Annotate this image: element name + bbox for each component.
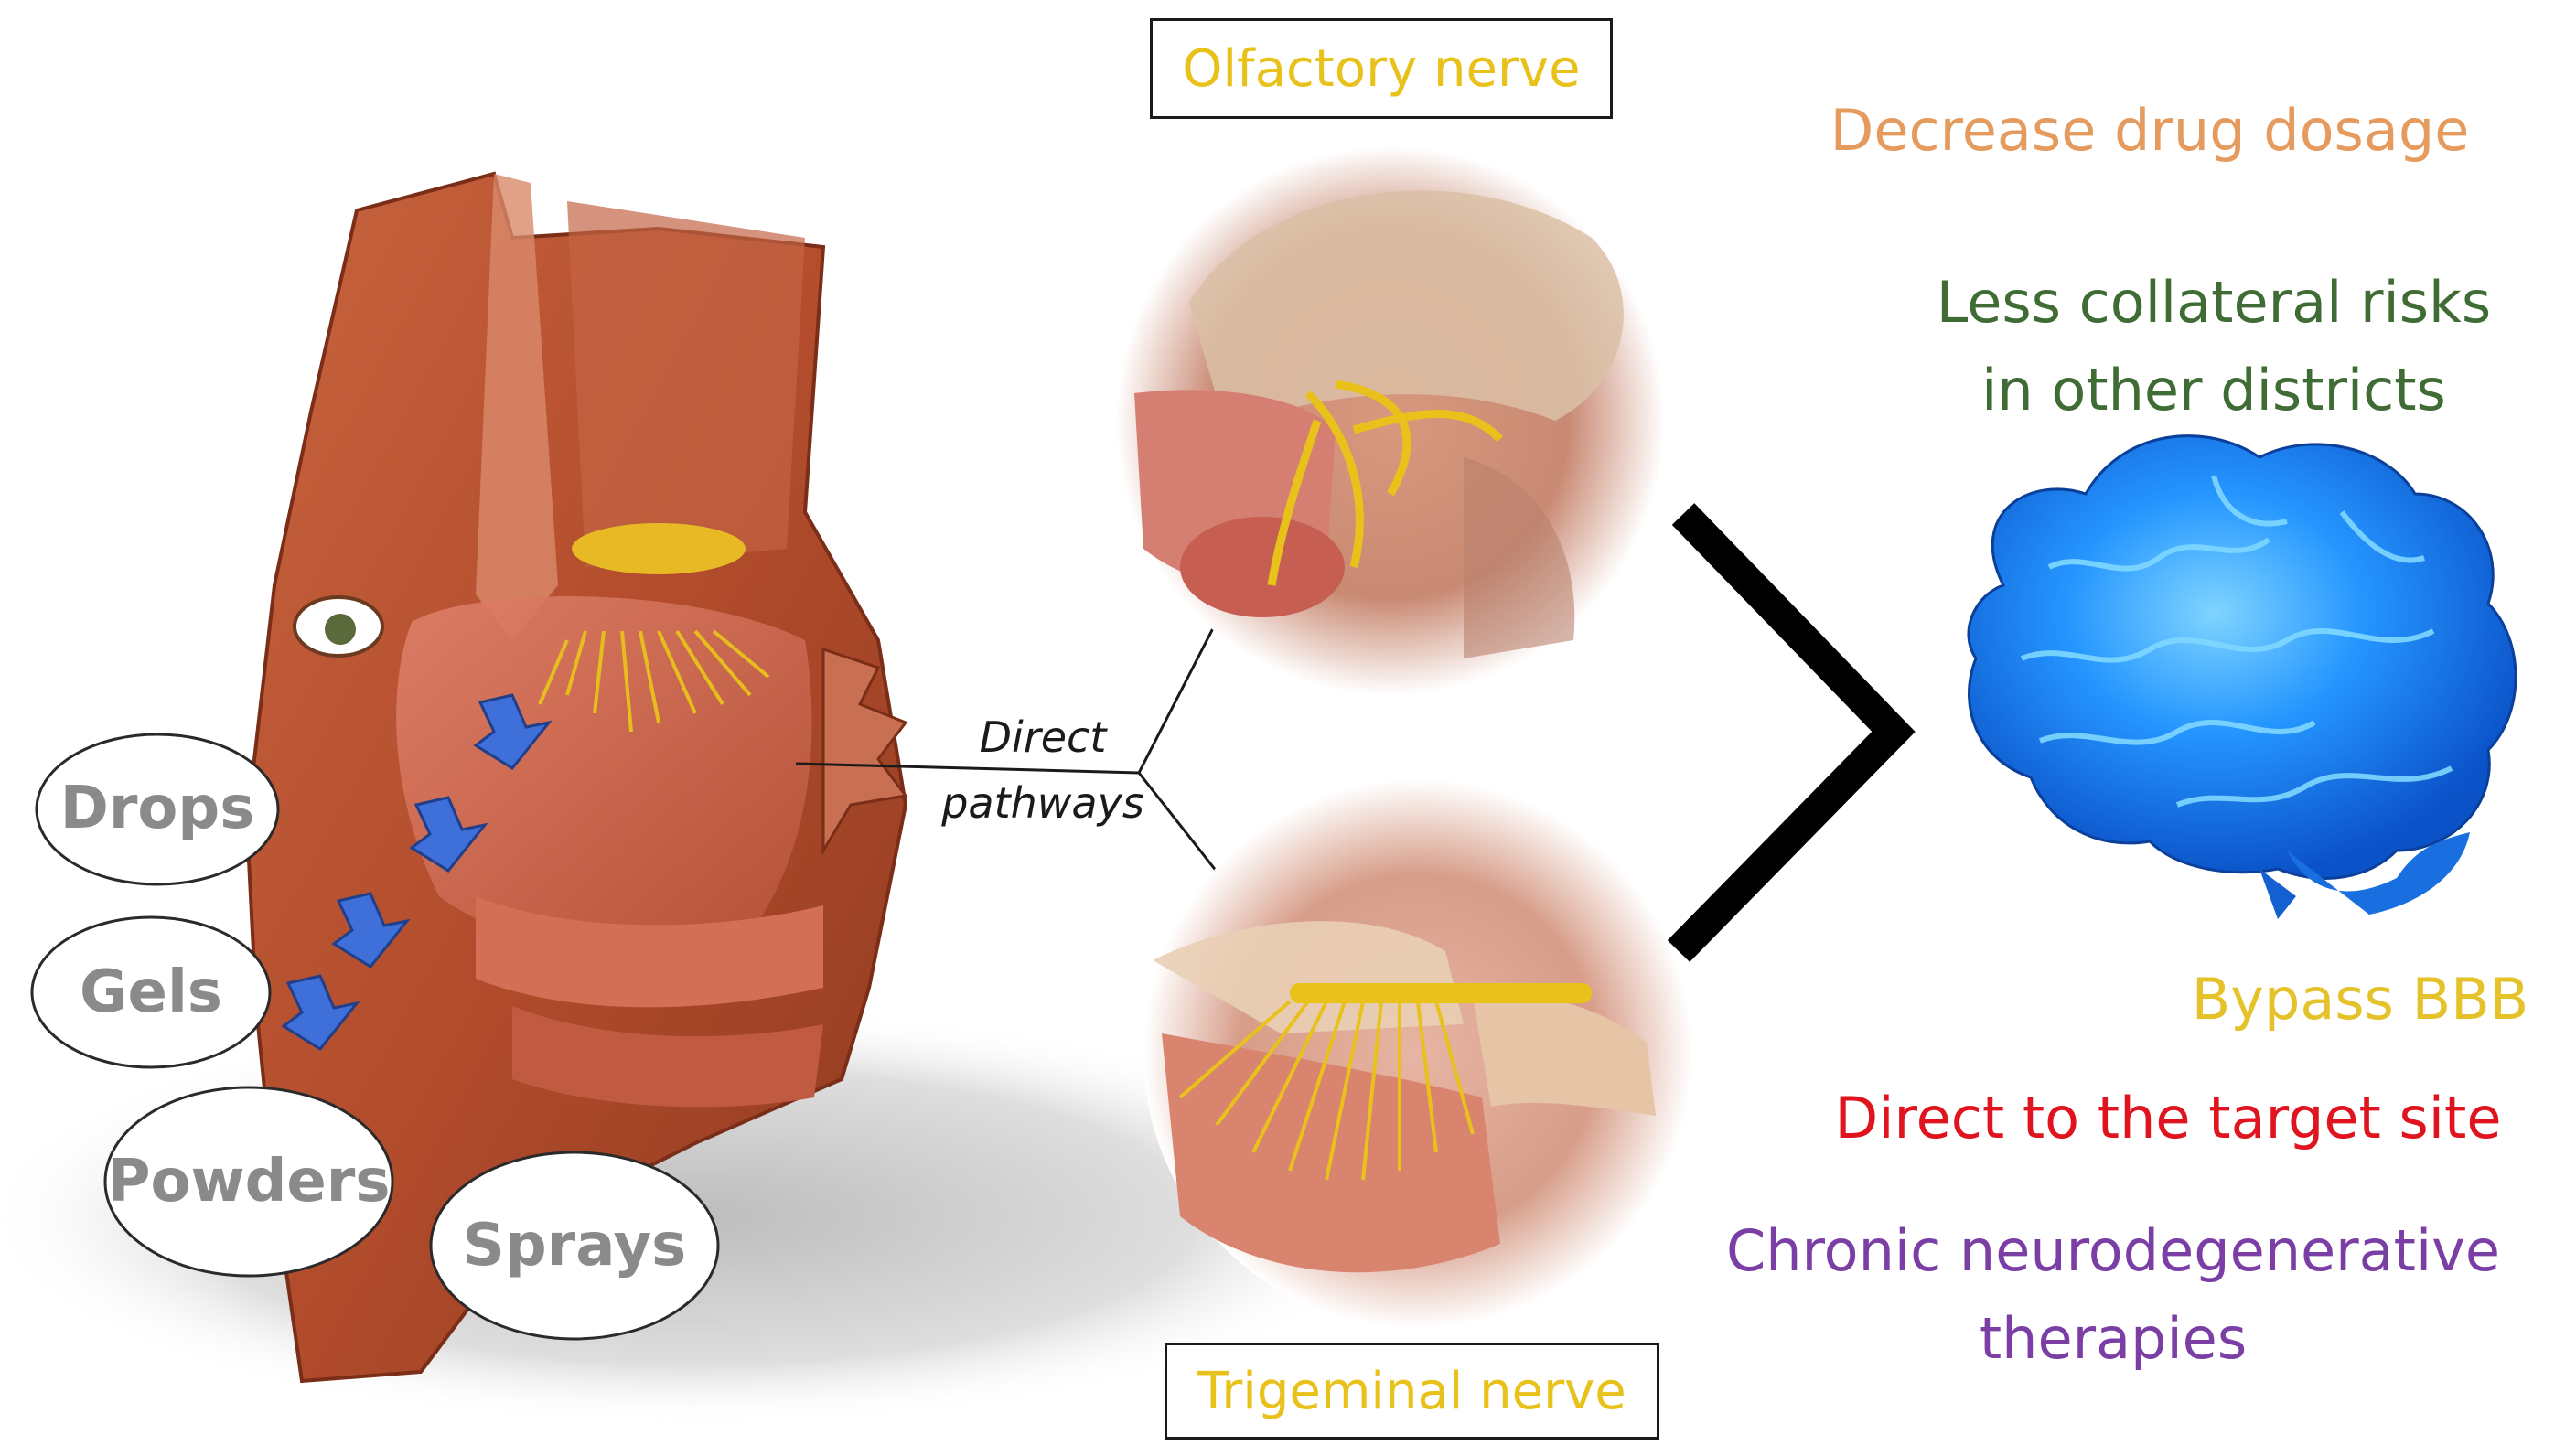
benefit-less-collateral: Less collateral risks in other districts [1894,259,2534,434]
benefit-collateral-line-2: in other districts [1981,357,2446,423]
olfactory-nerve-illustration [1116,146,1665,695]
benefit-collateral-line-1: Less collateral risks [1936,269,2492,336]
drops-bubble [35,733,280,886]
trigeminal-nerve-illustration [1143,779,1692,1328]
arrow-icon [331,892,411,969]
pathway-line-1: Direct [979,712,1107,762]
powders-bubble [103,1086,394,1278]
arrow-icon [281,974,360,1051]
gels-label: Gels [80,958,222,1026]
olfactory-nerve-label: Olfactory nerve [1150,18,1613,119]
pathway-line-2: pathways [941,778,1144,828]
benefit-chronic-therapies: Chronic neurodegenerative therapies [1701,1207,2525,1383]
olfactory-nerve-text: Olfactory nerve [1182,38,1581,99]
sprays-bubble [429,1151,720,1341]
benefit-chronic-line-2: therapies [1979,1305,2248,1372]
benefit-direct-target: Direct to the target site [1784,1075,2552,1162]
arrow-icon [409,796,488,873]
brain-icon [1967,434,2517,919]
benefit-bbb-text: Bypass BBB [2191,966,2529,1033]
powders-label: Powders [108,1148,391,1215]
delivery-form-labels: Drops Gels Powders Sprays [30,733,720,1341]
sprays-label: Sprays [463,1212,687,1279]
arrow-icon [473,693,553,770]
nasal-cavity-illustration [244,171,908,1384]
direct-pathways-label: Direct pathways [924,704,1162,836]
trigeminal-nerve-label: Trigeminal nerve [1165,1343,1659,1440]
benefit-dosage-text: Decrease drug dosage [1830,97,2470,164]
benefit-chronic-line-1: Chronic neurodegenerative [1725,1217,2501,1284]
benefit-target-text: Direct to the target site [1834,1085,2502,1151]
benefit-decrease-dosage: Decrease drug dosage [1793,87,2506,175]
gels-bubble [30,915,272,1069]
chevron-right-icon [1667,503,1916,962]
delivery-arrows [281,693,553,1051]
benefit-bypass-bbb: Bypass BBB [2150,956,2571,1044]
drops-label: Drops [60,775,255,842]
trigeminal-nerve-text: Trigeminal nerve [1197,1361,1626,1421]
